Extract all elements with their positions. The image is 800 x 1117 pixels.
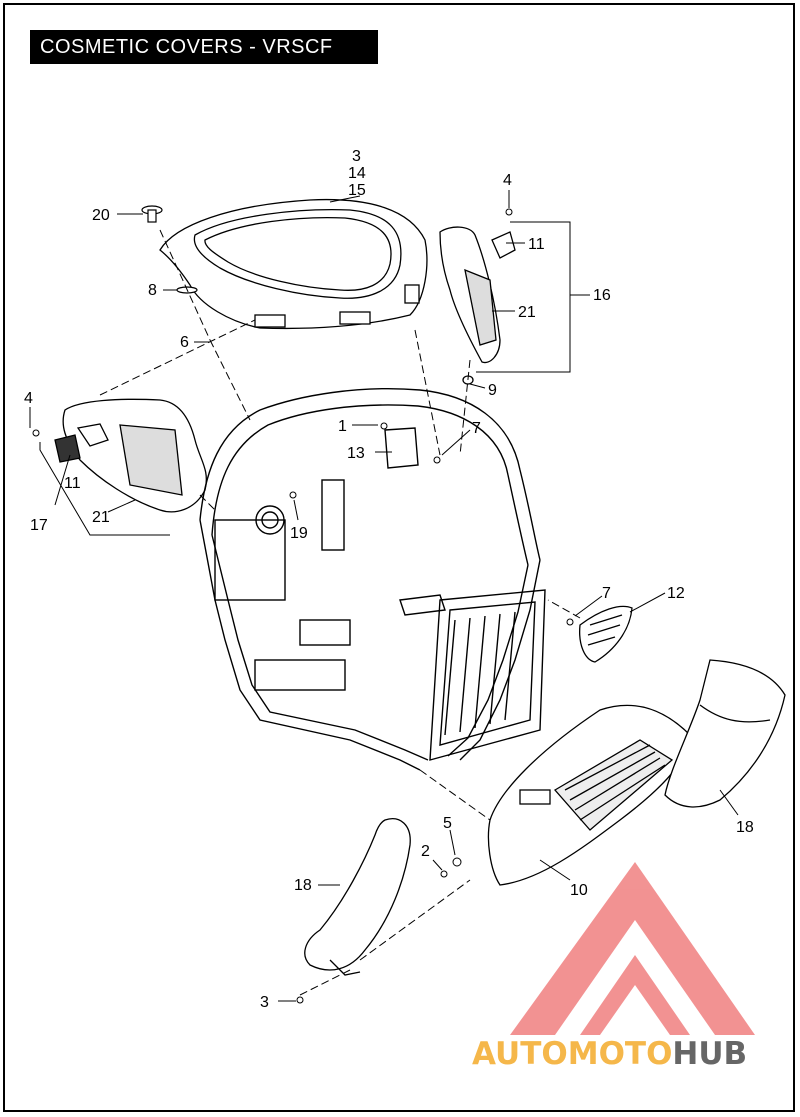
callout-6: 6 — [180, 334, 189, 351]
callout-8: 8 — [148, 282, 157, 299]
callout-10: 10 — [570, 882, 588, 899]
right-side-cover-part — [439, 226, 516, 385]
watermark-logo — [510, 862, 755, 1035]
callout-12: 12 — [667, 585, 685, 602]
callout-3: 3 — [352, 148, 361, 165]
motorcycle-frame — [199, 388, 546, 771]
callout-7-lower: 7 — [602, 585, 611, 602]
callout-5: 5 — [443, 815, 452, 832]
callout-18-left: 18 — [294, 877, 312, 894]
callout-18-right: 18 — [736, 819, 754, 836]
callout-7: 7 — [472, 420, 481, 437]
callout-19: 19 — [290, 525, 308, 542]
radiator-shroud-part — [487, 704, 691, 886]
watermark-hub: HUB — [672, 1036, 748, 1072]
diagram-frame — [3, 3, 795, 1112]
callout-3-lower: 3 — [260, 994, 269, 1011]
callout-4-left: 4 — [24, 390, 33, 407]
callout-16: 16 — [593, 287, 611, 304]
fasteners — [32, 208, 574, 1004]
callout-20: 20 — [92, 207, 110, 224]
leader-lines — [29, 190, 739, 1002]
left-side-cover-part — [54, 398, 207, 513]
callout-11-left: 11 — [64, 475, 81, 492]
callout-11: 11 — [528, 236, 545, 253]
right-lower-cover-part — [664, 659, 786, 808]
callout-21-left: 21 — [92, 509, 110, 526]
left-lower-cover-part — [304, 818, 411, 976]
callout-4: 4 — [503, 172, 512, 189]
watermark-moto: MOTO — [567, 1036, 673, 1072]
callout-15: 15 — [348, 182, 366, 199]
alignment-lines — [99, 229, 581, 996]
seat-cowl-part — [159, 198, 428, 330]
callout-13: 13 — [347, 445, 365, 462]
small-cover-part — [579, 605, 633, 663]
watermark-auto: AUTO — [472, 1036, 568, 1072]
callout-1: 1 — [338, 418, 347, 435]
callout-21: 21 — [518, 304, 536, 321]
callout-labels: 3 14 15 20 8 6 4 11 16 21 9 4 11 21 17 1… — [24, 148, 754, 1011]
callout-2: 2 — [421, 843, 430, 860]
watermark-text: AUTOMOTOHUB — [472, 1036, 747, 1072]
callout-14: 14 — [348, 165, 366, 182]
callout-9: 9 — [488, 382, 497, 399]
page-title: COSMETIC COVERS - VRSCF — [30, 30, 378, 64]
fastener-knob-part — [141, 205, 163, 223]
callout-17: 17 — [30, 517, 48, 534]
